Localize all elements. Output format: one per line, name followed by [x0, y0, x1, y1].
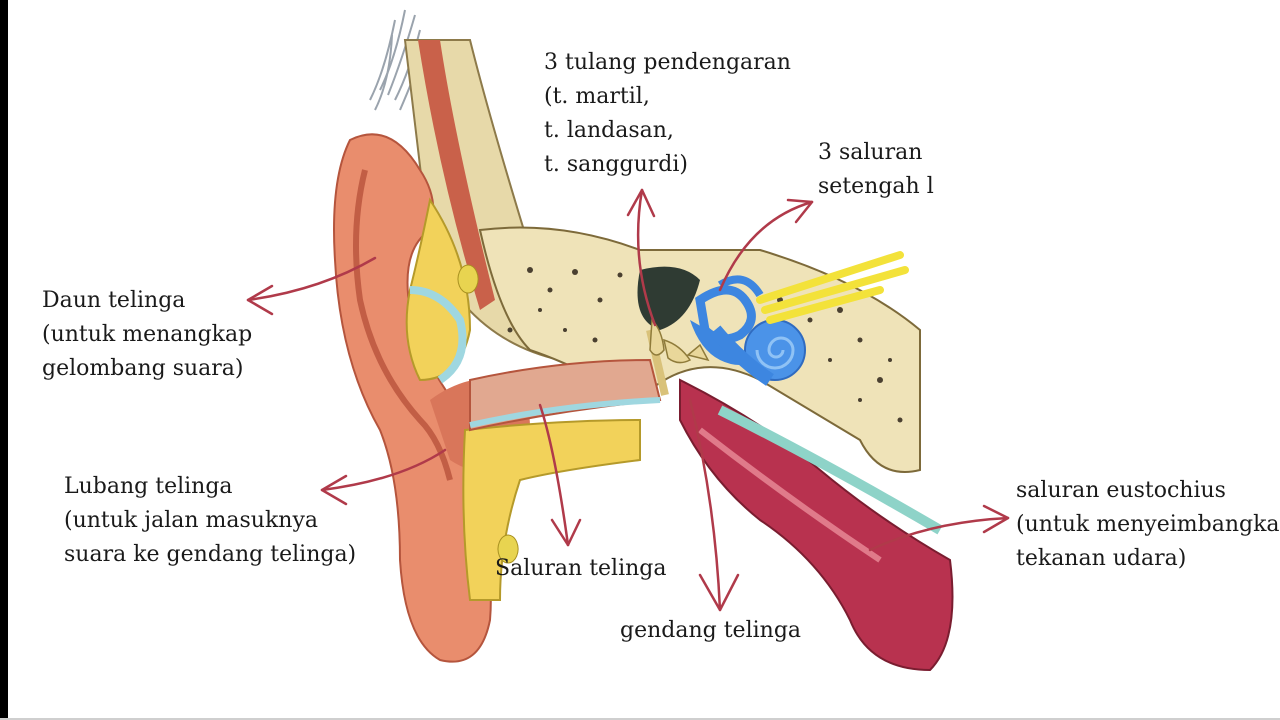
label-ossicles-line-4: t. sanggurdi) [544, 152, 688, 177]
label-canals-line-2: setengah l [818, 174, 934, 199]
eustachian-tube-lining [717, 405, 943, 535]
gland [457, 264, 479, 294]
label-auricle-line-1: Daun telinga [42, 288, 186, 313]
label-ear-hole-line-2: (untuk jalan masuknya [64, 508, 318, 533]
label-ear-hole: Lubang telinga (untuk jalan masuknya sua… [64, 470, 356, 572]
auditory-nerve [756, 251, 909, 324]
cartilage-blue-lining [409, 286, 467, 384]
eustachian-tube-inner [698, 427, 882, 563]
eustachian-tube [679, 378, 954, 672]
arrow-ear-hole [320, 448, 447, 492]
cartilage-lower [462, 418, 641, 601]
arrow-ear-canal [538, 403, 570, 547]
arrow-eustachian [868, 516, 1010, 552]
arrow-eardrum [688, 398, 722, 612]
ossicles-shape [649, 318, 710, 364]
label-ear-hole-line-3: suara ke gendang telinga) [64, 542, 357, 567]
pointer-arrows [246, 188, 1010, 612]
label-auricle-line-2: (untuk menangkap [42, 322, 253, 347]
label-eustachian: saluran eustochius (untuk menyeimbangkan… [1016, 474, 1280, 576]
label-ear-canal: Saluran telinga [495, 556, 667, 581]
left-edge-bar [0, 0, 8, 720]
skin-layer-red [418, 40, 495, 310]
arrow-auricle [246, 256, 377, 302]
label-ear-hole-line-1: Lubang telinga [64, 474, 233, 499]
label-canals-line-1: 3 saluran [818, 140, 923, 165]
gland-lower [497, 534, 519, 564]
middle-ear-cavity [637, 266, 700, 330]
label-auricle-line-3: gelombang suara) [42, 356, 244, 381]
label-ossicles-line-3: t. landasan, [544, 118, 674, 143]
arrow-canals [718, 200, 814, 292]
arrow-ossicles [636, 188, 657, 327]
ear-canal-lining [469, 397, 661, 428]
label-eustachian-line-3: tekanan udara) [1016, 546, 1187, 571]
inner-ear [690, 275, 806, 386]
label-canals: 3 saluran setengah l [818, 136, 934, 204]
auricle-inner-fold [353, 169, 453, 481]
label-ossicles: 3 tulang pendengaran (t. martil, t. land… [544, 46, 791, 182]
label-eustachian-line-2: (untuk menyeimbangkan [1016, 512, 1280, 537]
label-auricle: Daun telinga (untuk menangkap gelombang … [42, 284, 252, 386]
label-ossicles-line-1: 3 tulang pendengaran [544, 50, 791, 75]
label-eardrum: gendang telinga [620, 618, 802, 643]
bottom-edge [0, 718, 1280, 720]
label-eustachian-line-1: saluran eustochius [1016, 478, 1226, 503]
label-ossicles-line-2: (t. martil, [544, 84, 650, 109]
